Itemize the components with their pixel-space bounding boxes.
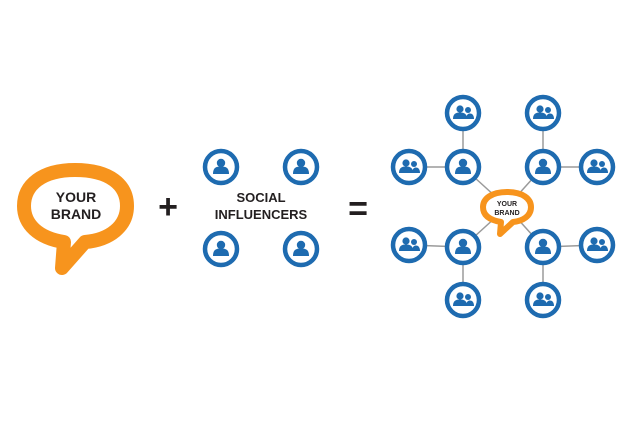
follower-node [524, 281, 562, 319]
influencer-node [202, 230, 240, 268]
follower-node [444, 94, 482, 132]
brand-label-line2: BRAND [51, 206, 102, 222]
follower-node [390, 226, 428, 264]
network-brand-line2: BRAND [494, 210, 519, 217]
brand-speech-bubble: YOUR BRAND [17, 163, 134, 275]
follower-node [390, 148, 428, 186]
follower-node [524, 94, 562, 132]
follower-node [578, 148, 616, 186]
influencer-node [282, 230, 320, 268]
social-influencers [202, 148, 320, 268]
influencer-node [202, 148, 240, 186]
brand-label-line1: YOUR [56, 189, 96, 205]
speech-bubble-icon [17, 163, 134, 275]
speech-bubble-icon [480, 189, 534, 237]
influencer-node [524, 228, 562, 266]
influencer-network: YOUR BRAND [390, 94, 616, 319]
equals-sign: = [348, 190, 368, 228]
network-brand-line1: YOUR [497, 201, 517, 208]
influencers-label-line1: SOCIAL [236, 190, 285, 205]
influencers-label-line2: INFLUENCERS [215, 207, 308, 222]
network-brand-bubble: YOUR BRAND [480, 189, 534, 237]
influencer-node [444, 228, 482, 266]
plus-sign: + [158, 188, 178, 226]
influencer-node [524, 148, 562, 186]
follower-node [444, 281, 482, 319]
influencer-node [282, 148, 320, 186]
follower-node [578, 226, 616, 264]
influencer-node [444, 148, 482, 186]
